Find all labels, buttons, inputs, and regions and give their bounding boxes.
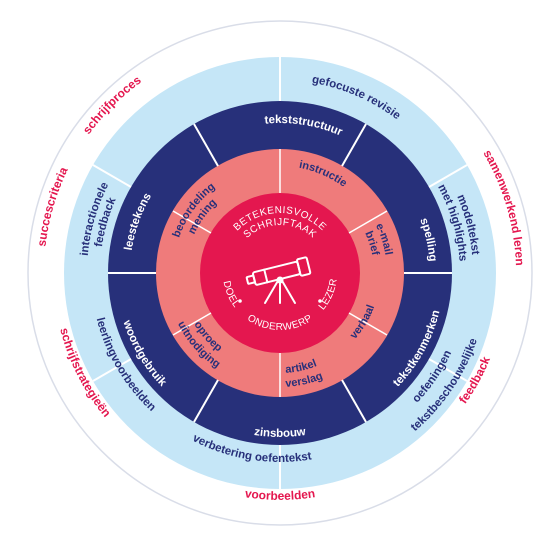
- telescope-icon: [245, 256, 312, 304]
- label-zinsbouw: zinsbouw: [254, 426, 307, 440]
- light-ring-dividers: [92, 57, 468, 489]
- label-voorbeelden: voorbeelden: [244, 486, 316, 503]
- salmon-ring-dividers: [172, 149, 388, 397]
- center-disc: [200, 193, 360, 353]
- dark-ring-dividers: [108, 123, 452, 423]
- center-dots: [238, 299, 322, 303]
